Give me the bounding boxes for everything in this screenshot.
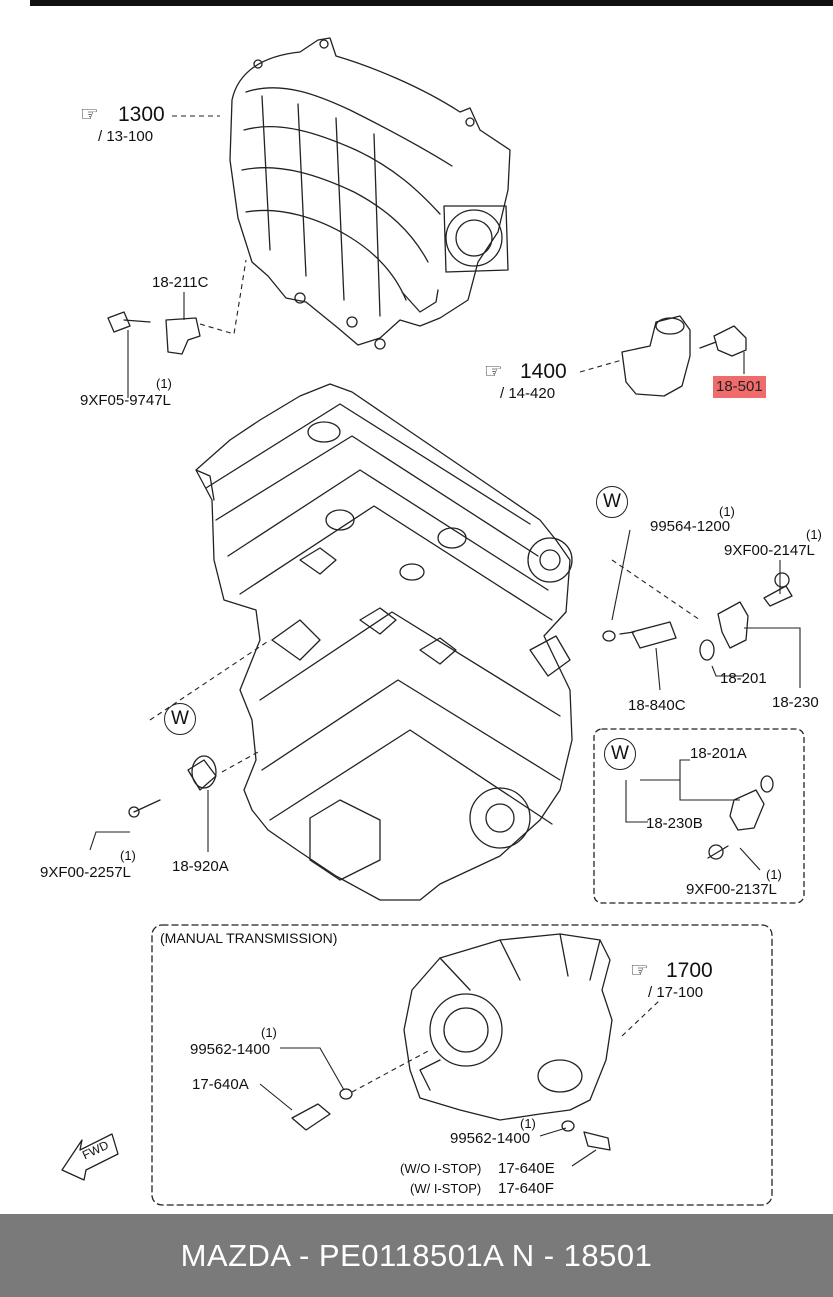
manual-transmission-title: (MANUAL TRANSMISSION)	[160, 930, 338, 946]
part-label-17-640f[interactable]: 17-640F	[498, 1180, 554, 1197]
part-label-99562-1400-b[interactable]: 99562-1400	[450, 1130, 531, 1147]
part-label-18-201[interactable]: 18-201	[720, 670, 767, 687]
fwd-arrow-shape	[61, 1133, 119, 1181]
footer-part-number: MAZDA - PE0118501A N - 18501	[180, 1238, 653, 1273]
part-label-9xf00-2137l[interactable]: 9XF00-2137L	[686, 881, 777, 898]
w-istop-label: (W/ I-STOP)	[410, 1181, 482, 1196]
knock-sensor-drawing	[128, 755, 217, 818]
inset-sensor-drawing	[707, 775, 774, 860]
intake-ref-number[interactable]: 1300	[118, 103, 165, 126]
part-label-18-230[interactable]: 18-230	[772, 694, 819, 711]
part-label-99562-1400-a[interactable]: 99562-1400	[190, 1041, 271, 1058]
w-marker-inset: W	[604, 738, 636, 770]
part-label-9xf00-2257l[interactable]: 9XF00-2257L	[40, 864, 131, 881]
qty-gasket-99562-b: (1)	[520, 1116, 536, 1131]
part-label-18-840c[interactable]: 18-840C	[628, 697, 686, 714]
oil-ref-page[interactable]: / 14-420	[500, 385, 556, 402]
w-marker-left: W	[164, 703, 196, 735]
engine-drawing	[195, 383, 573, 901]
qty-bolt-9xf05: (1)	[156, 376, 172, 391]
qty-gasket-99562-a: (1)	[261, 1025, 277, 1040]
part-label-17-640a[interactable]: 17-640A	[192, 1076, 249, 1093]
part-label-18-201a[interactable]: 18-201A	[690, 745, 747, 762]
oil-ref-number[interactable]: 1400	[520, 360, 567, 383]
part-label-99564-1200[interactable]: 99564-1200	[650, 518, 731, 535]
part-label-17-640e[interactable]: 17-640E	[498, 1160, 555, 1177]
wo-istop-label: (W/O I-STOP)	[400, 1161, 482, 1176]
sensor-840c-drawing	[602, 621, 677, 649]
part-label-9xf05-9747l[interactable]: 9XF05-9747L	[80, 392, 171, 409]
qty-bolt-9xf00-2137l: (1)	[766, 867, 782, 882]
intake-ref-page[interactable]: / 13-100	[98, 128, 154, 145]
trans-ref-page[interactable]: / 17-100	[648, 984, 704, 1001]
part-label-18-920a[interactable]: 18-920A	[172, 858, 229, 875]
switch-640a-drawing	[291, 1088, 353, 1131]
footer-bar: MAZDA - PE0118501A N - 18501	[0, 1214, 833, 1297]
switch-640ef-drawing	[561, 1120, 611, 1151]
qty-gasket-99564: (1)	[719, 504, 735, 519]
trans-ref-icon: ☞	[630, 959, 649, 982]
oil-ref-icon: ☞	[484, 360, 503, 383]
part-label-18-230b[interactable]: 18-230B	[646, 815, 703, 832]
intake-manifold-drawing	[229, 37, 511, 350]
transmission-drawing	[403, 933, 613, 1121]
cam-sensor-drawing	[699, 572, 793, 661]
oil-control-valve-drawing	[621, 315, 747, 397]
top-border	[30, 0, 833, 6]
w-marker-top: W	[596, 486, 628, 518]
trans-ref-number[interactable]: 1700	[666, 959, 713, 982]
qty-bolt-9xf00-2147l: (1)	[806, 527, 822, 542]
qty-bolt-9xf00-2257l: (1)	[120, 848, 136, 863]
part-label-9xf00-2147l[interactable]: 9XF00-2147L	[724, 542, 815, 559]
bracket-drawing	[107, 311, 201, 355]
highlighted-part-label-18-501[interactable]: 18-501	[713, 376, 766, 398]
intake-ref-icon: ☞	[80, 103, 99, 126]
part-label-18-211c[interactable]: 18-211C	[152, 274, 209, 291]
